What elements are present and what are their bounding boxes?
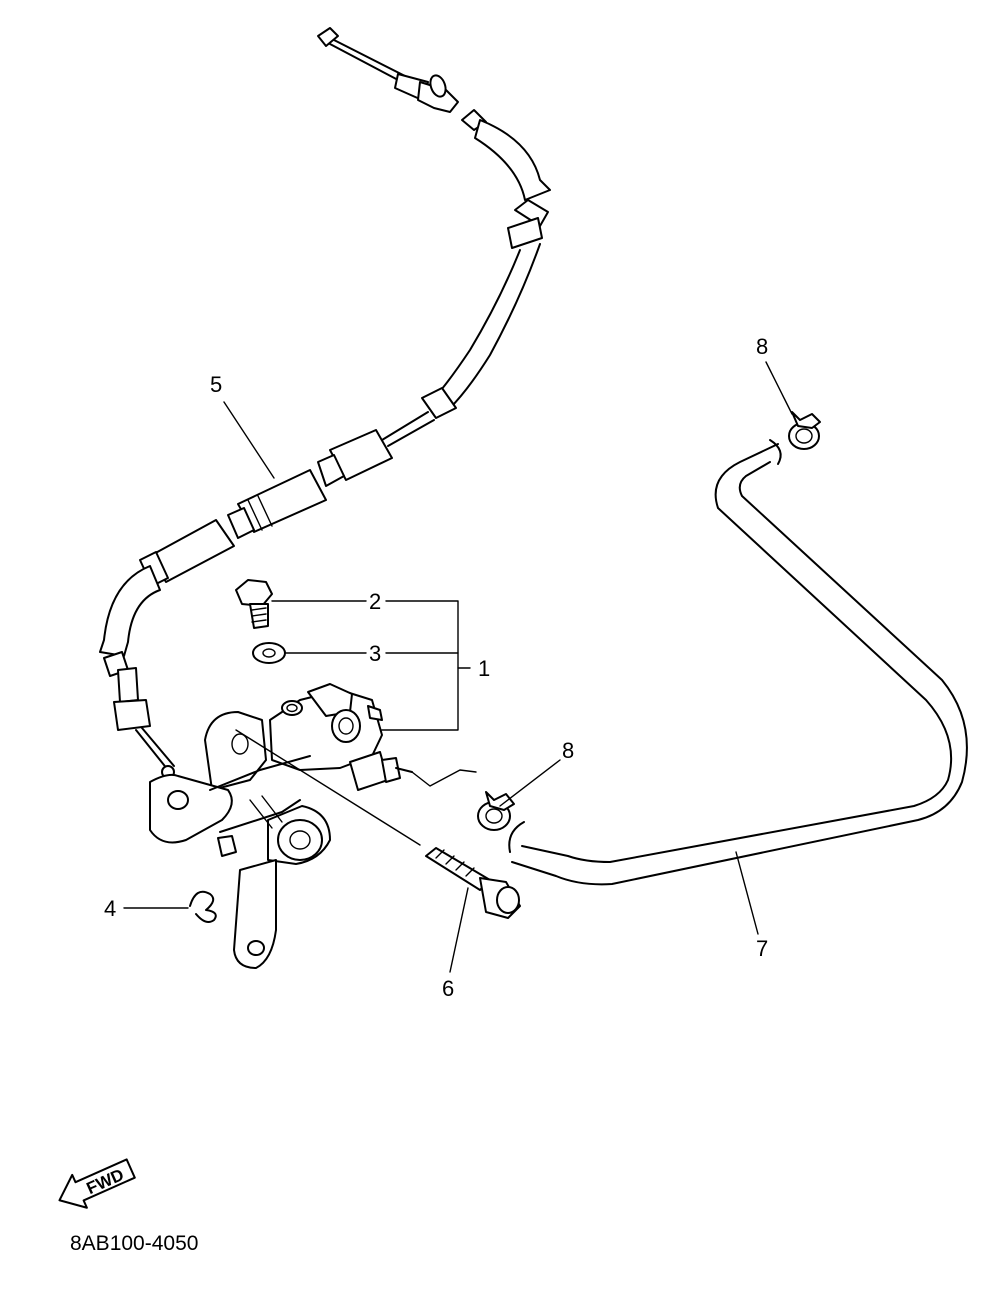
part-8-clamp-upper xyxy=(788,411,821,450)
drawing-code: 8AB100-4050 xyxy=(70,1232,198,1255)
part-6-screw xyxy=(425,847,521,919)
leader-lines xyxy=(123,361,793,973)
callout-6: 6 xyxy=(442,976,454,1001)
callout-labels: 1 2 3 4 5 6 7 8 8 xyxy=(104,334,768,1001)
part-4-clip xyxy=(189,890,217,923)
callout-1: 1 xyxy=(478,656,490,681)
part-8-clamp-lower xyxy=(477,791,515,831)
callout-5: 5 xyxy=(210,372,222,397)
callout-4: 4 xyxy=(104,896,116,921)
assembly-guide-lines xyxy=(235,729,477,846)
callout-8-upper: 8 xyxy=(756,334,768,359)
callout-2: 2 xyxy=(369,589,381,614)
part-2-bolt xyxy=(235,579,273,629)
callout-7: 7 xyxy=(756,936,768,961)
part-3-washer xyxy=(252,642,286,664)
oil-pump-assembly xyxy=(149,683,413,969)
fwd-arrow-icon: FWD xyxy=(58,1158,136,1209)
cable-assembly xyxy=(99,27,551,779)
callout-3: 3 xyxy=(369,641,381,666)
callout-8-lower: 8 xyxy=(562,738,574,763)
part-7-hose xyxy=(508,439,968,886)
